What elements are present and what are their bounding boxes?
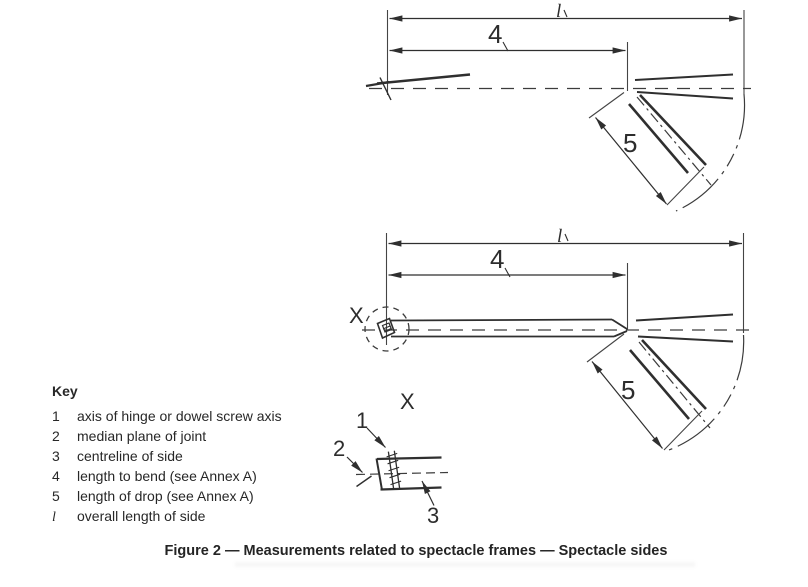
- witness-line-drop-top: [586, 333, 625, 363]
- key-item-text: median plane of joint: [77, 428, 207, 444]
- detail-top-edge: [376, 456, 442, 461]
- butt-end-stub: [365, 80, 390, 88]
- detail-centreline-dashed: [355, 471, 449, 476]
- side-bar-top-taper: [611, 318, 628, 330]
- key-item-number: 3: [52, 448, 60, 464]
- key-item-text: centreline of side: [77, 448, 183, 464]
- drop-centreline-dashdot: [636, 96, 712, 186]
- middle-overall-length-label: l: [557, 226, 563, 247]
- top-side-view: [365, 9, 751, 212]
- key-item: l overall length of side: [52, 508, 282, 528]
- screw-thread-5: [390, 480, 402, 486]
- witness-line-drop-bottom: [666, 166, 705, 206]
- top-length-of-drop-label: 5: [623, 128, 638, 158]
- key-item: 3 centreline of side: [52, 448, 282, 468]
- key-block: Key 1 axis of hinge or dowel screw axis …: [52, 383, 282, 528]
- side-bar-top-edge: [390, 318, 613, 322]
- drop-edge-a: [641, 339, 707, 410]
- screw-thread-4: [389, 473, 401, 479]
- middle-detail-marker-x: X: [349, 303, 364, 328]
- drop-centreline-dashdot: [638, 341, 711, 429]
- screw-thread-3: [388, 466, 400, 472]
- key-title: Key: [52, 383, 78, 399]
- dowel-screw-axis: [386, 450, 402, 490]
- leader-line-3: [421, 480, 435, 506]
- key-item-number: 5: [52, 488, 60, 504]
- detail-left-edge: [375, 458, 383, 491]
- key-item-text: axis of hinge or dowel screw axis: [77, 408, 282, 424]
- side-profile-line: [376, 73, 471, 85]
- key-item: 2 median plane of joint: [52, 428, 282, 448]
- leader-line-2: [346, 456, 363, 473]
- witness-line-drop-top: [588, 92, 625, 119]
- key-item-text: overall length of side: [77, 508, 206, 524]
- top-overall-length-label: l: [556, 1, 562, 22]
- leader-tick-l: [563, 9, 568, 18]
- dimension-line-drop: [591, 361, 663, 449]
- top-length-to-bend-label: 4: [488, 19, 503, 49]
- hinge-axis-tick: [379, 77, 392, 101]
- detail-ref-3: 3: [427, 503, 440, 528]
- median-plane-mark: [356, 475, 372, 488]
- screw-thread-1: [386, 452, 398, 458]
- leader-tick-4: [502, 41, 509, 52]
- leader-tick-l: [564, 233, 569, 242]
- open-side-bottom-edge: [637, 335, 734, 343]
- leader-tick-4: [504, 267, 511, 278]
- open-side-top-edge: [634, 73, 734, 81]
- key-item-number: 1: [52, 408, 60, 424]
- key-item-text: length of drop (see Annex A): [77, 488, 254, 504]
- key-item-text: length to bend (see Annex A): [77, 468, 257, 484]
- detail-ref-1: 1: [356, 408, 369, 433]
- middle-length-of-drop-label: 5: [621, 375, 636, 405]
- middle-side-view: [362, 233, 754, 451]
- open-side-top-edge: [635, 313, 734, 322]
- detail-view-title-x: X: [400, 389, 415, 414]
- detail-ref-2: 2: [333, 436, 346, 461]
- key-item: 1 axis of hinge or dowel screw axis: [52, 408, 282, 428]
- witness-line-drop-bottom: [663, 410, 703, 451]
- dimension-line-drop: [595, 117, 667, 205]
- figure-caption: Figure 2 — Measurements related to spect…: [164, 543, 668, 559]
- drop-edge-a: [639, 94, 707, 166]
- print-artifact: [235, 562, 695, 567]
- hinge-block-inner: [381, 322, 393, 333]
- detail-circle: [364, 306, 410, 352]
- screw-thread-2: [387, 459, 399, 465]
- drop-swing-arc: [668, 334, 745, 451]
- hinge-hatch-1: [382, 325, 391, 330]
- key-item-number: l: [52, 510, 56, 525]
- middle-length-to-bend-label: 4: [490, 244, 505, 274]
- side-bar-bottom-taper: [613, 330, 628, 338]
- open-side-bottom-edge: [636, 91, 734, 100]
- key-item-number: 4: [52, 468, 60, 484]
- hinge-hatch-2: [384, 328, 392, 332]
- detail-x-view: [346, 427, 449, 506]
- detail-bottom-edge: [380, 486, 442, 491]
- drop-swing-arc: [675, 93, 746, 212]
- key-item-number: 2: [52, 428, 60, 444]
- leader-line-1: [366, 427, 386, 448]
- hinge-block-outer: [376, 317, 396, 340]
- key-item: 4 length to bend (see Annex A): [52, 468, 282, 488]
- key-item: 5 length of drop (see Annex A): [52, 488, 282, 508]
